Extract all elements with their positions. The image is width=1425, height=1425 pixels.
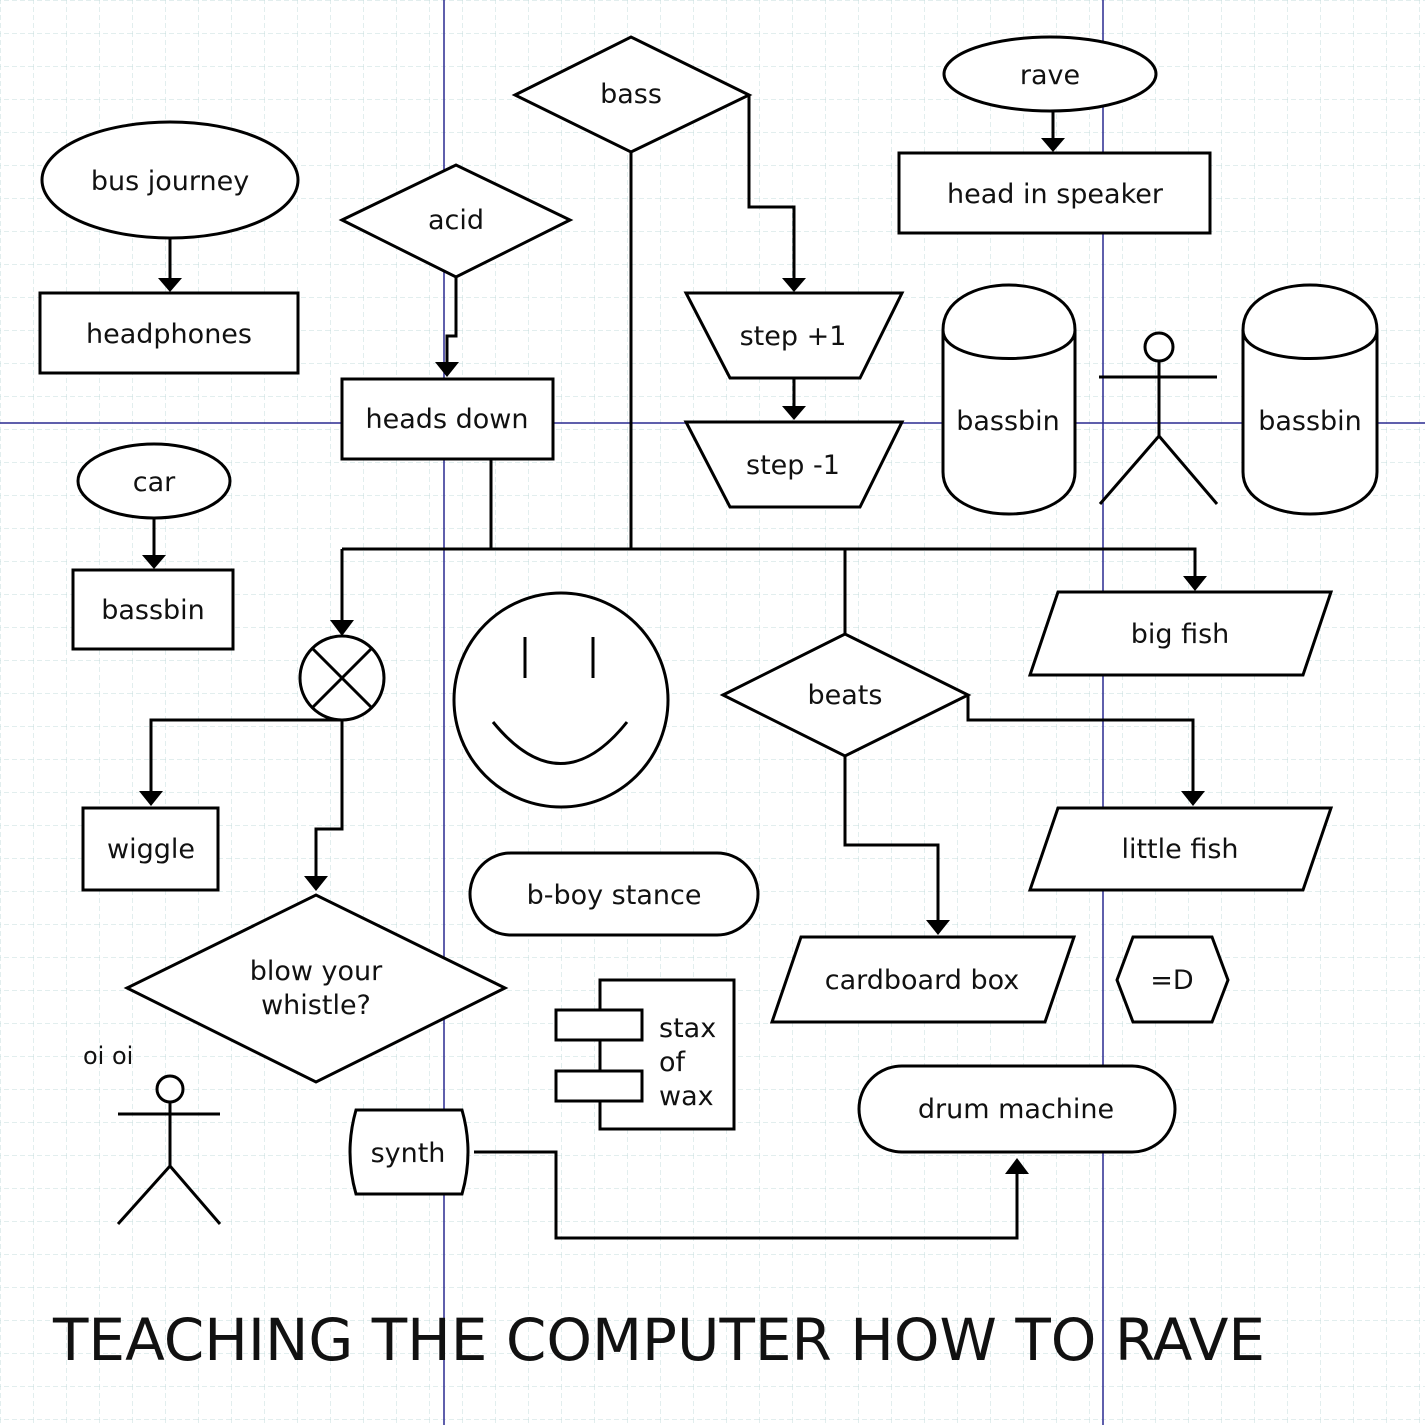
- node-bassbin-cylinder-1[interactable]: bassbin: [941, 283, 1077, 516]
- node-label-line-2: of: [659, 1047, 687, 1078]
- diagram-title: TEACHING THE COMPUTER HOW TO RAVE: [52, 1306, 1265, 1374]
- stick-figure-right: [1098, 331, 1219, 505]
- node-bassbin-cylinder-2[interactable]: bassbin: [1241, 283, 1379, 516]
- node-label: =D: [1150, 965, 1193, 996]
- node-b-boy-stance[interactable]: b-boy stance: [468, 851, 760, 937]
- node-emoticon-hexagon[interactable]: =D: [1115, 935, 1230, 1024]
- stick-figure-left: [116, 1074, 222, 1226]
- node-beats-decision[interactable]: beats: [719, 632, 972, 758]
- node-label: bassbin: [101, 595, 205, 626]
- node-bus-journey[interactable]: bus journey: [40, 120, 300, 240]
- node-label: head in speaker: [947, 179, 1164, 210]
- node-x-junction[interactable]: [298, 634, 386, 722]
- node-blow-your-whistle-decision[interactable]: blow your whistle?: [123, 893, 509, 1084]
- node-step-minus-one[interactable]: step -1: [683, 420, 905, 509]
- node-label-line-3: wax: [659, 1081, 714, 1112]
- node-label: bus journey: [91, 166, 249, 197]
- node-drum-machine[interactable]: drum machine: [857, 1064, 1177, 1154]
- node-bass-decision[interactable]: bass: [511, 35, 753, 154]
- node-wiggle[interactable]: wiggle: [81, 806, 220, 892]
- node-label: drum machine: [918, 1094, 1114, 1125]
- node-car[interactable]: car: [76, 442, 232, 520]
- node-label: car: [133, 467, 176, 498]
- node-acid-decision[interactable]: acid: [338, 163, 574, 279]
- node-bassbin-box[interactable]: bassbin: [71, 568, 235, 651]
- node-stax-of-wax-component[interactable]: stax of wax: [554, 978, 736, 1131]
- node-label-line-2: whistle?: [261, 990, 371, 1021]
- node-label: bassbin: [1258, 406, 1362, 437]
- node-label: synth: [371, 1138, 446, 1169]
- node-label: bass: [600, 79, 662, 110]
- connectors: [149, 95, 1197, 1240]
- node-label-line-1: stax: [659, 1013, 716, 1044]
- node-headphones[interactable]: headphones: [38, 291, 300, 375]
- node-rave[interactable]: rave: [942, 35, 1158, 113]
- node-label: bassbin: [956, 406, 1060, 437]
- node-cardboard-box[interactable]: cardboard box: [769, 935, 1077, 1024]
- node-label: headphones: [86, 319, 252, 350]
- node-label: big fish: [1131, 619, 1230, 650]
- node-label: acid: [428, 205, 484, 236]
- node-label: rave: [1020, 60, 1080, 91]
- oi-oi-label: oi oi: [83, 1042, 133, 1070]
- node-head-in-speaker[interactable]: head in speaker: [897, 151, 1212, 235]
- node-little-fish[interactable]: little fish: [1027, 806, 1334, 892]
- node-big-fish[interactable]: big fish: [1027, 590, 1334, 677]
- arrowheads: [139, 138, 1207, 1174]
- node-heads-down[interactable]: heads down: [340, 377, 555, 461]
- node-label: step +1: [740, 321, 847, 352]
- node-label: cardboard box: [825, 965, 1020, 996]
- node-label: heads down: [366, 404, 529, 435]
- node-label: step -1: [746, 450, 840, 481]
- node-label-line-1: blow your: [250, 956, 383, 987]
- smiley-face: [452, 591, 670, 809]
- node-label: beats: [808, 680, 883, 711]
- node-step-plus-one[interactable]: step +1: [683, 291, 905, 380]
- node-label: little fish: [1121, 834, 1238, 865]
- node-synth[interactable]: synth: [348, 1108, 470, 1196]
- node-label: b-boy stance: [527, 880, 702, 911]
- node-label: wiggle: [107, 834, 195, 865]
